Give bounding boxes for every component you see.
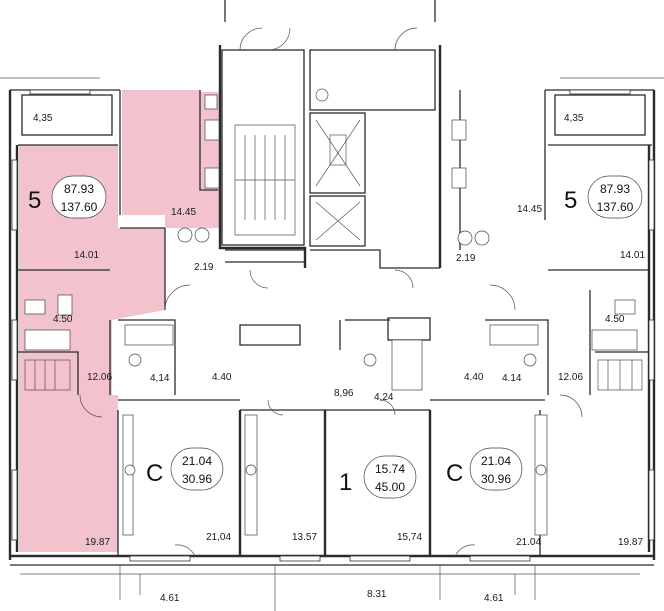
area-right-room-bottom: 19.87 bbox=[618, 537, 643, 548]
area-left-hall: 12.06 bbox=[87, 372, 112, 383]
apartment-left-studio[interactable]: С 21.04 30.96 bbox=[146, 447, 224, 491]
living-area-label: 21.04 bbox=[481, 454, 511, 468]
area-left-studio-bath: 4,14 bbox=[150, 373, 170, 384]
apartment-right-studio[interactable]: С 21.04 30.96 bbox=[446, 447, 523, 491]
area-left-room-mid: 14.01 bbox=[74, 250, 99, 261]
area-left-balcony: 4,35 bbox=[33, 113, 53, 124]
total-area-label: 45.00 bbox=[375, 480, 405, 494]
rooms-count-label: С bbox=[146, 460, 163, 487]
area-right-kitchen: 14.45 bbox=[517, 204, 542, 215]
area-badge bbox=[587, 175, 643, 219]
rooms-count-label: С bbox=[446, 460, 463, 487]
area-right-bath-small: 2.19 bbox=[456, 253, 476, 264]
area-left-kitchen: 14.45 bbox=[171, 207, 196, 218]
area-badge bbox=[51, 175, 107, 219]
rooms-count-label: 1 bbox=[339, 469, 352, 496]
area-right-bath: 4.50 bbox=[605, 314, 625, 325]
area-left-bath: 4.50 bbox=[53, 314, 73, 325]
rooms-count-label: 5 bbox=[564, 187, 577, 214]
area-left-bath-small: 2.19 bbox=[194, 262, 214, 273]
total-area-label: 137.60 bbox=[597, 200, 634, 214]
area-left-studio-hall: 4.40 bbox=[212, 372, 232, 383]
area-left-room-bottom: 19.87 bbox=[85, 537, 110, 548]
area-right-studio-hall: 4.40 bbox=[464, 372, 484, 383]
area-center-room: 15,74 bbox=[397, 532, 422, 543]
apartment-left-2room[interactable]: 5 87.93 137.60 bbox=[28, 175, 107, 219]
total-area-label: 30.96 bbox=[182, 472, 212, 486]
area-right-hall: 12.06 bbox=[558, 372, 583, 383]
area-right-loggia: 4.61 bbox=[484, 593, 504, 604]
area-left-studio-kitchen: 13.57 bbox=[292, 532, 317, 543]
area-center-bath: 4,24 bbox=[374, 392, 394, 403]
area-center-loggia: 8.31 bbox=[367, 589, 387, 600]
apartment-right-2room[interactable]: 5 87.93 137.60 bbox=[564, 175, 643, 219]
area-right-balcony: 4,35 bbox=[564, 113, 584, 124]
area-center-hall: 8,96 bbox=[334, 388, 354, 399]
area-badge bbox=[469, 447, 523, 491]
rooms-count-label: 5 bbox=[28, 187, 41, 214]
living-area-label: 87.93 bbox=[600, 182, 630, 196]
total-area-label: 137.60 bbox=[61, 200, 98, 214]
area-right-studio-room: 21.04 bbox=[516, 537, 541, 548]
living-area-label: 21.04 bbox=[182, 454, 212, 468]
balconies bbox=[21, 94, 646, 136]
room-area-labels: 4,35 4,35 14.45 14.45 2.19 2.19 14.01 14… bbox=[33, 113, 645, 604]
living-area-label: 15.74 bbox=[375, 462, 405, 476]
windows bbox=[11, 89, 655, 562]
total-area-label: 30.96 bbox=[481, 472, 511, 486]
area-badge bbox=[170, 447, 224, 491]
area-right-room-mid: 14.01 bbox=[620, 250, 645, 261]
living-area-label: 87.93 bbox=[64, 182, 94, 196]
area-right-studio-bath: 4.14 bbox=[502, 373, 522, 384]
lower-apartments-walls bbox=[117, 317, 549, 556]
area-left-loggia: 4.61 bbox=[160, 593, 180, 604]
apartment-center-1room[interactable]: 1 15.74 45.00 bbox=[339, 455, 417, 499]
building-core bbox=[218, 0, 442, 269]
area-badge bbox=[363, 455, 417, 499]
doors bbox=[79, 27, 583, 557]
area-left-studio-room: 21,04 bbox=[206, 532, 231, 543]
